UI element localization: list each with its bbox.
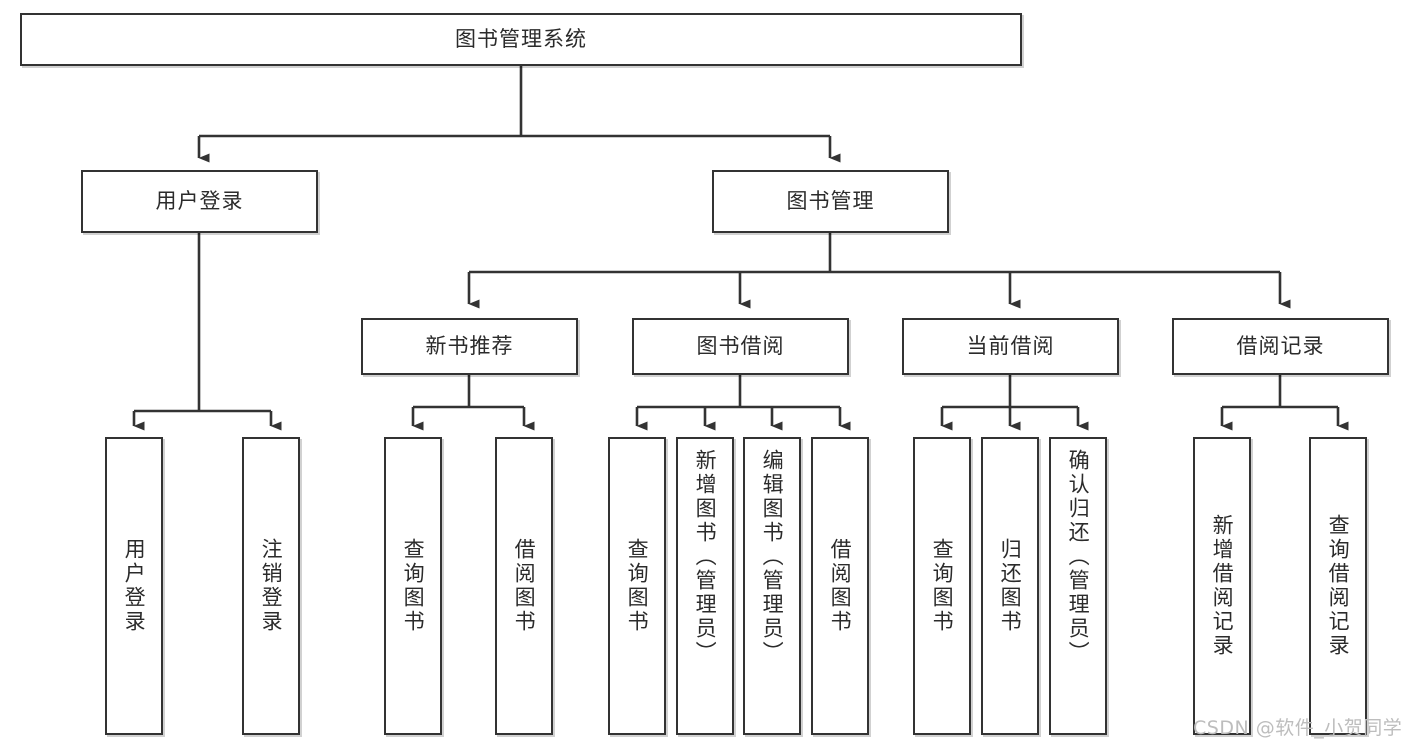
node-label: 用户登录 [122, 538, 147, 634]
node-leaf-add-book[interactable]: 新增图书（管理员） [676, 437, 734, 735]
node-label: 借阅图书 [828, 538, 853, 634]
node-leaf-borrow-book-1[interactable]: 借阅图书 [495, 437, 553, 735]
node-label: 新书推荐 [425, 334, 514, 359]
node-borrow-record[interactable]: 借阅记录 [1172, 318, 1389, 375]
node-label: 归还图书 [998, 538, 1023, 634]
node-book-management[interactable]: 图书管理 [712, 170, 949, 233]
node-label: 图书管理系统 [455, 27, 587, 52]
node-label: 借阅记录 [1236, 334, 1325, 359]
node-leaf-user-login[interactable]: 用户登录 [105, 437, 163, 735]
node-new-book-recommend[interactable]: 新书推荐 [361, 318, 578, 375]
node-leaf-add-record[interactable]: 新增借阅记录 [1193, 437, 1251, 735]
node-label: 图书借阅 [696, 334, 785, 359]
node-leaf-return-book[interactable]: 归还图书 [981, 437, 1039, 735]
node-leaf-confirm-return[interactable]: 确认归还（管理员） [1049, 437, 1107, 735]
node-label: 查询图书 [930, 538, 955, 634]
node-leaf-query-book-3[interactable]: 查询图书 [913, 437, 971, 735]
node-label: 注销登录 [259, 538, 284, 634]
node-label: 查询借阅记录 [1326, 514, 1351, 658]
node-label: 当前借阅 [966, 334, 1055, 359]
node-label: 查询图书 [625, 538, 650, 634]
node-leaf-query-record[interactable]: 查询借阅记录 [1309, 437, 1367, 735]
node-label: 确认归还（管理员） [1066, 449, 1091, 665]
node-label: 新增借阅记录 [1210, 514, 1235, 658]
node-label: 查询图书 [401, 538, 426, 634]
node-current-borrow[interactable]: 当前借阅 [902, 318, 1119, 375]
node-label: 用户登录 [155, 189, 244, 214]
csdn-watermark: CSDN @软件_小贺同学 [1193, 717, 1403, 739]
node-user-login[interactable]: 用户登录 [81, 170, 318, 233]
node-leaf-borrow-book-2[interactable]: 借阅图书 [811, 437, 869, 735]
node-label: 图书管理 [786, 189, 875, 214]
node-label: 编辑图书（管理员） [760, 449, 785, 665]
node-book-management-system[interactable]: 图书管理系统 [20, 13, 1022, 66]
node-leaf-query-book-1[interactable]: 查询图书 [384, 437, 442, 735]
node-leaf-query-book-2[interactable]: 查询图书 [608, 437, 666, 735]
node-leaf-edit-book[interactable]: 编辑图书（管理员） [743, 437, 801, 735]
node-book-borrow[interactable]: 图书借阅 [632, 318, 849, 375]
node-label: 新增图书（管理员） [693, 449, 718, 665]
node-leaf-logout-login[interactable]: 注销登录 [242, 437, 300, 735]
node-label: 借阅图书 [512, 538, 537, 634]
